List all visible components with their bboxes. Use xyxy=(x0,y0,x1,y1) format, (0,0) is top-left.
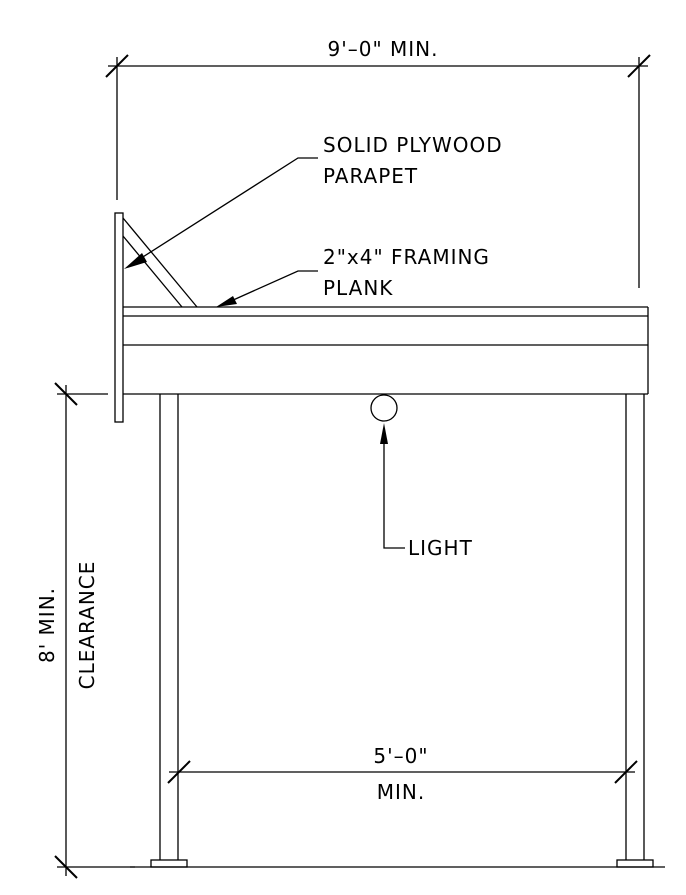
parapet-brace-outer xyxy=(122,217,198,308)
leg-spacing-dimension: 5'–0" MIN. xyxy=(167,744,638,804)
light-leader-line xyxy=(383,440,405,549)
leg-spacing-tick-right xyxy=(614,760,638,784)
leg-spacing-value: 5'–0" xyxy=(373,744,428,768)
parapet-arrowhead-icon xyxy=(124,253,147,269)
parapet-label-line1: SOLID PLYWOOD xyxy=(323,133,503,157)
framing-label-line1: 2"x4" FRAMING xyxy=(323,245,490,269)
clearance-label-line1: 8' MIN. xyxy=(35,587,59,663)
parapet-brace-inner xyxy=(122,235,183,308)
left-post-base-plate xyxy=(150,859,188,868)
overall-width-tick-left xyxy=(105,54,129,78)
overall-width-dimension: 9'–0" MIN. xyxy=(105,37,651,288)
left-post xyxy=(150,394,188,868)
clearance-tick-bottom xyxy=(54,855,78,879)
framing-plank-callout: 2"x4" FRAMING PLANK xyxy=(216,245,490,307)
parapet-label-line2: PARAPET xyxy=(323,164,418,188)
plywood-parapet xyxy=(114,212,124,423)
light-fixture xyxy=(370,394,398,422)
light-arrowhead-icon xyxy=(380,423,388,444)
parapet-callout: SOLID PLYWOOD PARAPET xyxy=(124,133,503,269)
light-label: LIGHT xyxy=(408,536,473,560)
parapet-leader-line xyxy=(134,157,318,263)
right-post xyxy=(616,394,654,868)
overall-width-tick-right xyxy=(627,54,651,78)
light-icon xyxy=(370,394,398,422)
clearance-tick-top xyxy=(54,382,78,406)
clearance-label-line2: CLEARANCE xyxy=(75,561,99,690)
light-callout: LIGHT xyxy=(380,423,473,560)
deck-assembly xyxy=(123,306,649,395)
leg-spacing-suffix: MIN. xyxy=(377,780,425,804)
clearance-dimension: 8' MIN. CLEARANCE xyxy=(35,382,135,879)
overall-width-label: 9'–0" MIN. xyxy=(328,37,439,61)
leg-spacing-tick-left xyxy=(167,760,191,784)
parapet-assembly xyxy=(114,212,198,423)
framing-leader-line xyxy=(230,270,318,302)
framing-arrowhead-icon xyxy=(216,296,237,307)
right-post-base-plate xyxy=(616,859,654,868)
framing-label-line2: PLANK xyxy=(323,276,393,300)
